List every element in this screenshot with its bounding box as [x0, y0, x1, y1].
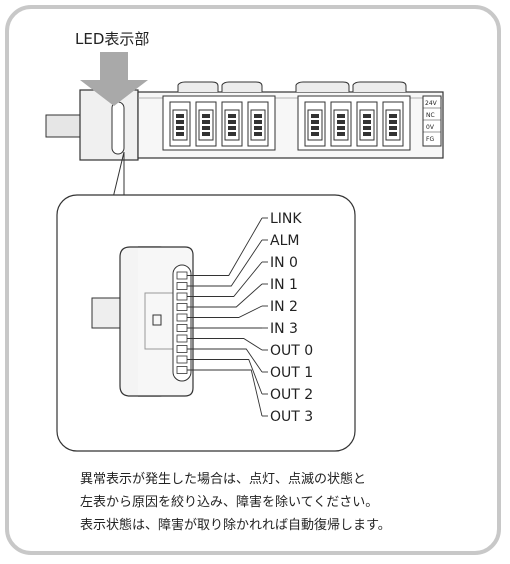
led-indicator	[176, 282, 188, 290]
connector-slot	[221, 101, 243, 147]
led-indicator	[176, 345, 188, 353]
terminal-nc-label: NC	[426, 112, 435, 119]
led-display-title: LED表示部	[75, 30, 150, 48]
led-indicator	[176, 271, 188, 280]
led-indicator	[176, 324, 188, 332]
instruction-note: 異常表示が発生した場合は、点灯、点滅の状態と 左表から原因を絞り込み、障害を除い…	[80, 468, 391, 537]
led-label: IN 2	[270, 299, 298, 315]
led-leader-lines	[187, 217, 268, 417]
led-leader-line	[187, 261, 263, 297]
led-indicator	[176, 303, 188, 311]
leader-line-left	[111, 151, 125, 203]
led-indicator	[176, 355, 188, 364]
led-label: IN 0	[270, 255, 298, 271]
led-label: ALM	[270, 233, 299, 249]
connector-slot	[195, 101, 217, 147]
led-label: OUT 3	[270, 409, 313, 425]
power-terminal-block: 24V NC 0V FG	[422, 95, 442, 147]
terminal-0v-label: 0V	[426, 124, 435, 131]
led-leader-line	[187, 338, 263, 351]
connector-slot	[330, 101, 352, 147]
down-arrow-icon	[80, 52, 148, 106]
led-indicator	[176, 313, 188, 322]
note-line-1: 異常表示が発生した場合は、点灯、点滅の状態と	[80, 472, 367, 487]
led-leader-line	[187, 348, 263, 373]
led-leader-line	[187, 217, 263, 276]
led-indicator	[176, 366, 188, 374]
led-leader-line	[187, 239, 263, 287]
connector-slot	[247, 101, 269, 147]
connector-slot	[169, 101, 191, 147]
led-leader-line	[187, 369, 263, 417]
connector-slot	[382, 101, 404, 147]
led-label: OUT 0	[270, 343, 313, 359]
terminal-24v-label: 24V	[425, 100, 438, 107]
led-label: LINK	[270, 211, 302, 227]
led-label: OUT 2	[270, 387, 313, 403]
led-label: IN 3	[270, 321, 298, 337]
led-leader-line	[187, 359, 263, 395]
led-leader-line	[187, 305, 263, 318]
led-indicator	[176, 334, 188, 343]
note-line-2: 左表から原因を絞り込み、障害を除いてください。	[80, 495, 379, 510]
note-line-3: 表示状態は、障害が取り除かれれば自動復帰します。	[80, 518, 391, 533]
led-leader-line	[187, 283, 263, 308]
led-labels: LINK ALM IN 0 IN 1 IN 2 IN 3 OUT 0 OUT 1 OUT 2 OU…	[270, 211, 313, 425]
led-indicator	[176, 292, 188, 301]
io-connectors	[169, 101, 404, 147]
terminal-fg-label: FG	[426, 136, 434, 143]
connector-slot	[356, 101, 378, 147]
connector-slot	[304, 101, 326, 147]
led-label: OUT 1	[270, 365, 313, 381]
led-label: IN 1	[270, 277, 298, 293]
